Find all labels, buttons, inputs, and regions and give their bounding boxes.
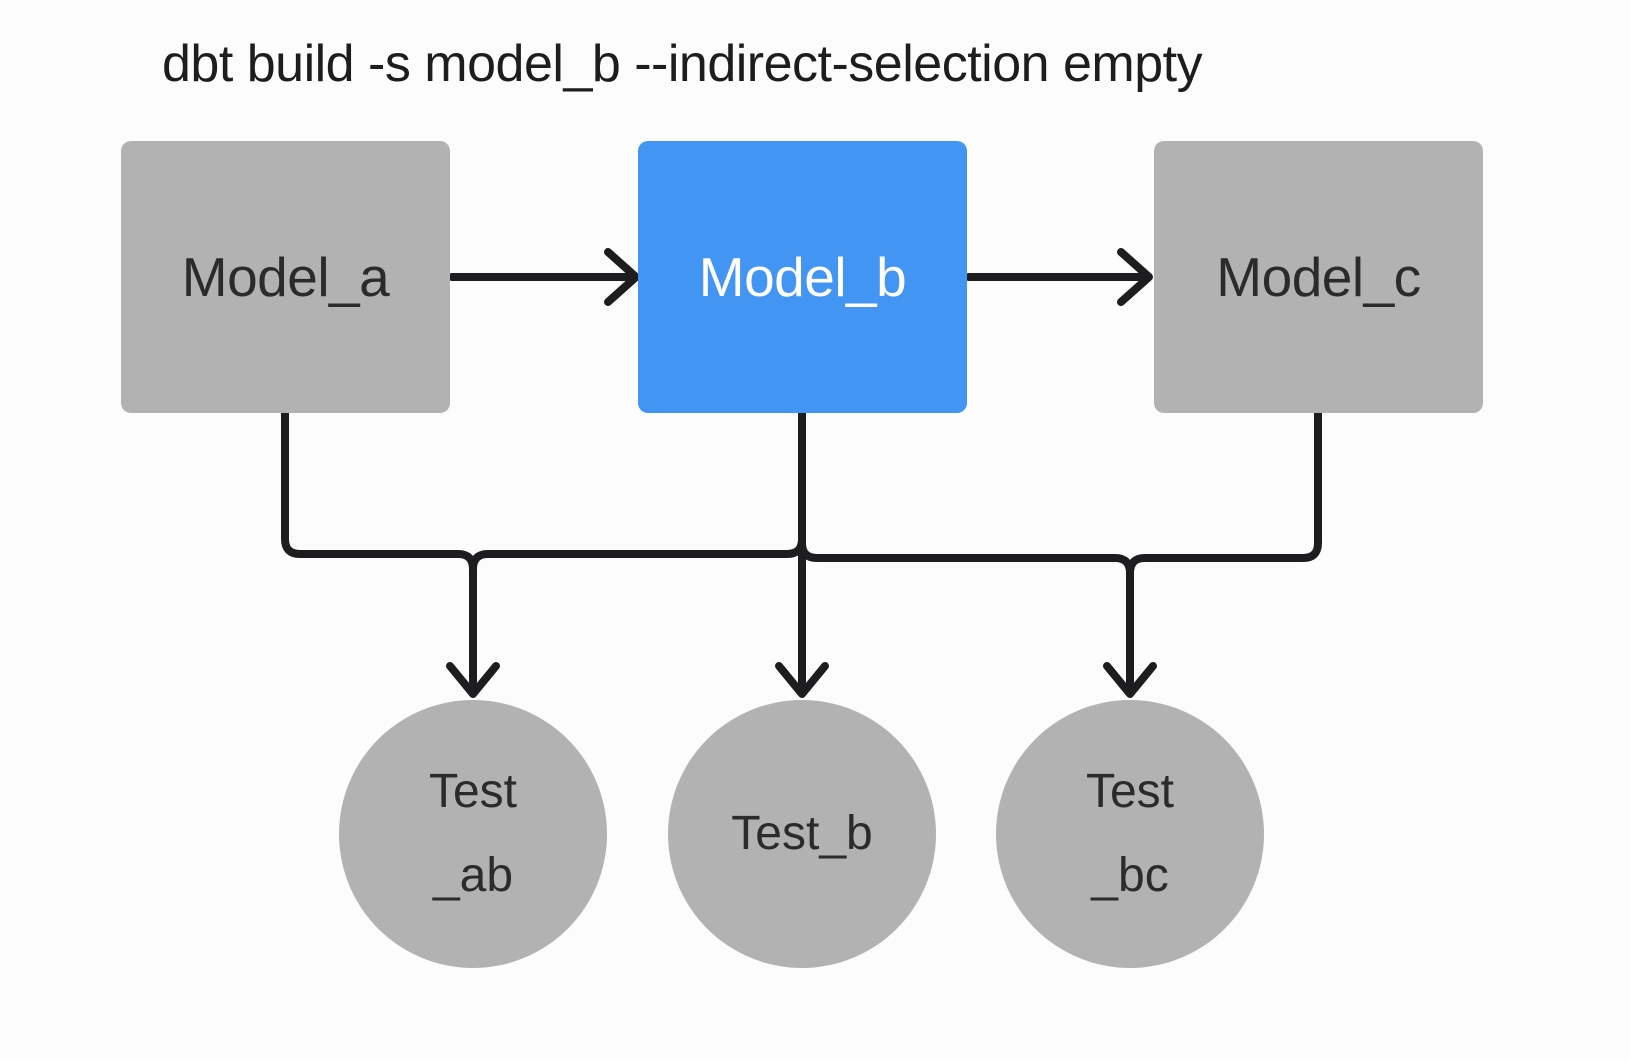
arrowhead-test-ab-icon (446, 662, 500, 698)
node-test-bc-label-line1: Test (1085, 765, 1175, 818)
node-test-bc: Test _bc (996, 700, 1264, 968)
node-model-c-label: Model_c (1216, 246, 1421, 308)
arrowhead-test-bc-icon (1103, 662, 1157, 698)
edge-model-b-to-test-ab (469, 535, 806, 573)
node-test-b-label-line1: Test_b (731, 807, 873, 860)
edge-model-b-to-test-bc (798, 539, 1134, 694)
node-model-b-label: Model_b (698, 246, 907, 308)
node-model-a: Model_a (121, 141, 450, 413)
arrowhead-model-b-icon (604, 248, 640, 306)
node-test-ab-label-line2: _ab (432, 849, 514, 902)
node-test-b: Test_b (668, 700, 936, 968)
edge-model-a-to-test-ab (281, 409, 477, 694)
node-model-c: Model_c (1154, 141, 1483, 413)
node-model-a-label: Model_a (181, 246, 390, 308)
edge-model-c-to-test-bc (1126, 409, 1322, 577)
node-test-bc-label-line2: _bc (1091, 849, 1169, 902)
node-test-ab: Test _ab (339, 700, 607, 968)
arrowhead-test-b-icon (775, 662, 829, 698)
command-title: dbt build -s model_b --indirect-selectio… (162, 35, 1203, 93)
arrowhead-model-c-icon (1117, 248, 1153, 306)
node-test-ab-label-line1: Test (428, 765, 518, 818)
node-model-b-selected: Model_b (638, 141, 967, 413)
